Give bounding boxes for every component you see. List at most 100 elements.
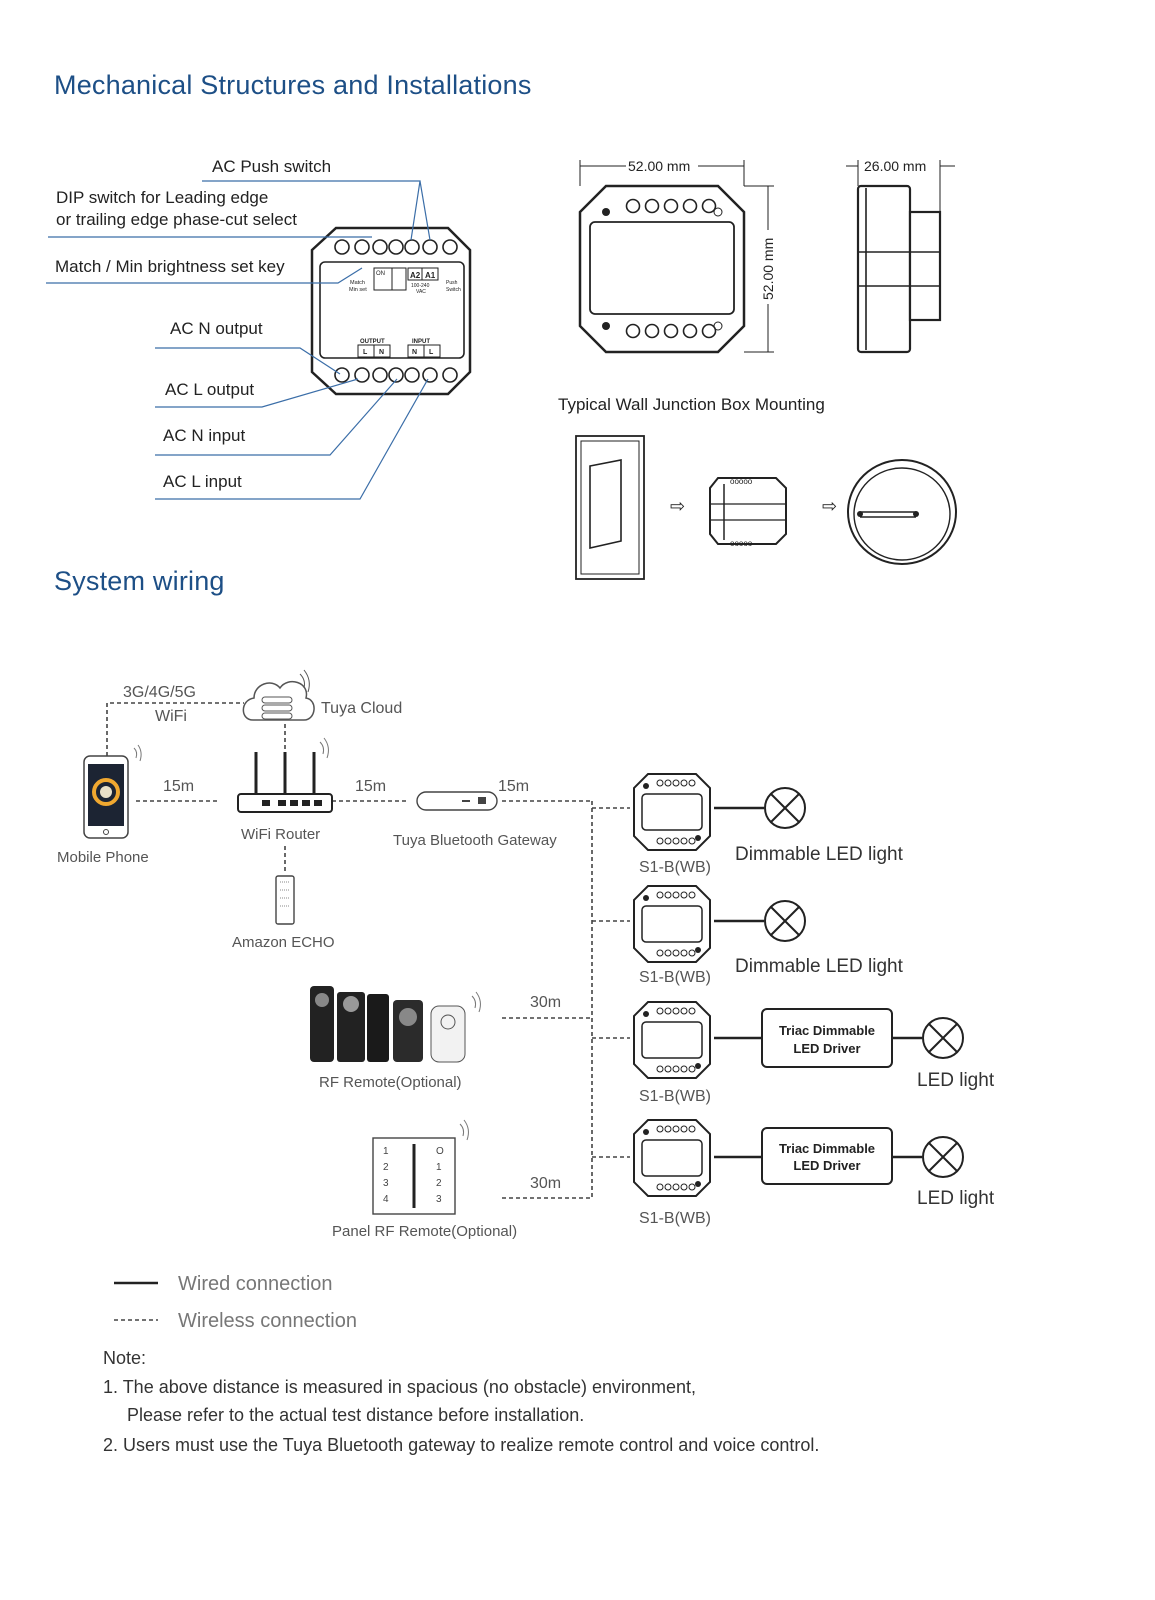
panel-a2-text: A2 bbox=[410, 271, 421, 280]
panel-key-3: 3 bbox=[383, 1178, 389, 1189]
arrow-icon: ⇨ bbox=[670, 496, 685, 516]
lamp-icon bbox=[764, 900, 806, 942]
label-match-key: Match / Min brightness set key bbox=[55, 257, 285, 276]
driver-1-line2: LED Driver bbox=[793, 1041, 860, 1056]
rf-remote-icon bbox=[310, 986, 481, 1063]
panel-key-o: O bbox=[436, 1146, 444, 1157]
router-label: WiFi Router bbox=[241, 826, 320, 843]
dist-router-gateway: 15m bbox=[355, 778, 386, 795]
s1-module-4 bbox=[633, 1119, 711, 1197]
svg-text:ooooo: ooooo bbox=[730, 477, 753, 486]
panel-switch-text: Switch bbox=[446, 287, 461, 293]
note-1-line2: Please refer to the actual test distance… bbox=[127, 1405, 585, 1425]
arrow-icon: ⇨ bbox=[822, 496, 837, 516]
lamp-icon bbox=[922, 1136, 964, 1178]
output-n-text: N bbox=[379, 349, 384, 356]
input-title-text: INPUT bbox=[412, 339, 430, 345]
s1-module-3 bbox=[633, 1001, 711, 1079]
mechanical-title: Mechanical Structures and Installations bbox=[54, 70, 532, 100]
panel-key-r1: 1 bbox=[436, 1162, 442, 1173]
input-n-text: N bbox=[412, 349, 417, 356]
panel-vac2-text: VAC bbox=[416, 289, 426, 295]
mobile-phone-icon bbox=[83, 744, 142, 839]
driver-box-2 bbox=[761, 1127, 893, 1185]
panel-remote-label: Panel RF Remote(Optional) bbox=[332, 1223, 517, 1240]
dist-rf: 30m bbox=[530, 994, 561, 1011]
dim-depth: 26.00 mm bbox=[864, 158, 926, 174]
dim-height: 52.00 mm bbox=[760, 238, 776, 300]
label-dip-line1: DIP switch for Leading edge bbox=[56, 188, 268, 207]
panel-key-1: 1 bbox=[383, 1146, 389, 1157]
label-l-input: AC L input bbox=[163, 472, 242, 491]
leader-lines bbox=[46, 180, 431, 500]
input-l-text: L bbox=[429, 349, 434, 356]
junction-box-illustration bbox=[847, 459, 957, 565]
output-title-text: OUTPUT bbox=[360, 339, 385, 345]
driver-2-line2: LED Driver bbox=[793, 1158, 860, 1173]
wifi-label: WiFi bbox=[155, 708, 187, 725]
dimmable-led-label-2: Dimmable LED light bbox=[735, 956, 904, 977]
legend-wired-label: Wired connection bbox=[178, 1273, 333, 1295]
dimension-front-view: 52.00 mm 52.00 mm bbox=[578, 158, 776, 354]
label-dip-line2: or trailing edge phase-cut select bbox=[56, 210, 297, 229]
echo-label: Amazon ECHO bbox=[232, 934, 335, 951]
mounting-title: Typical Wall Junction Box Mounting bbox=[558, 395, 825, 414]
lamp-icon bbox=[922, 1017, 964, 1059]
panel-min-text: Min set bbox=[349, 287, 367, 293]
led-light-label-1: LED light bbox=[917, 1070, 995, 1091]
led-light-label-2: LED light bbox=[917, 1188, 995, 1209]
wall-switch-illustration bbox=[575, 435, 645, 580]
label-n-input: AC N input bbox=[163, 426, 245, 445]
note-heading: Note: bbox=[103, 1348, 147, 1368]
panel-key-4: 4 bbox=[383, 1194, 389, 1205]
panel-key-r3: 3 bbox=[436, 1194, 442, 1205]
dimension-side-view: 26.00 mm bbox=[846, 158, 955, 354]
gateway-label: Tuya Bluetooth Gateway bbox=[393, 832, 557, 849]
dist-panel: 30m bbox=[530, 1175, 561, 1192]
router-icon bbox=[237, 737, 333, 813]
dist-gateway-bus: 15m bbox=[498, 778, 529, 795]
dist-phone-router: 15m bbox=[163, 778, 194, 795]
note-1-line1: 1. The above distance is measured in spa… bbox=[103, 1377, 696, 1397]
dimmable-led-label-1: Dimmable LED light bbox=[735, 844, 904, 865]
wiring-title: System wiring bbox=[54, 566, 225, 596]
echo-icon bbox=[275, 875, 295, 925]
output-l-text: L bbox=[363, 349, 368, 356]
driver-box-1 bbox=[761, 1008, 893, 1068]
rf-remote-label: RF Remote(Optional) bbox=[319, 1074, 462, 1091]
panel-key-r2: 2 bbox=[436, 1178, 442, 1189]
cloud-icon bbox=[242, 669, 315, 721]
driver-2-line1: Triac Dimmable bbox=[779, 1141, 875, 1156]
label-l-output: AC L output bbox=[165, 380, 254, 399]
phone-label: Mobile Phone bbox=[57, 849, 149, 866]
label-push-switch: AC Push switch bbox=[212, 157, 331, 176]
model-label-4: S1-B(WB) bbox=[639, 1210, 711, 1227]
panel-vac-text: 100-240 bbox=[411, 283, 430, 289]
svg-text:ooooo: ooooo bbox=[730, 539, 753, 548]
panel-on-text: ON bbox=[376, 271, 385, 277]
s1-module-1 bbox=[633, 773, 711, 851]
s1-module-2 bbox=[633, 885, 711, 963]
note-2: 2. Users must use the Tuya Bluetooth gat… bbox=[103, 1435, 820, 1455]
gateway-icon bbox=[416, 791, 498, 811]
network-label: 3G/4G/5G bbox=[123, 684, 196, 701]
panel-match-text: Match bbox=[350, 280, 365, 286]
cloud-label: Tuya Cloud bbox=[321, 700, 402, 717]
model-label-2: S1-B(WB) bbox=[639, 969, 711, 986]
device-front-view: ON Match Min set A2 A1 100-240 VAC Push … bbox=[310, 226, 472, 396]
panel-key-2: 2 bbox=[383, 1162, 389, 1173]
panel-push-text: Push bbox=[446, 280, 458, 286]
panel-remote-icon: 1 2 3 4 O 1 2 3 bbox=[372, 1119, 469, 1215]
lamp-icon bbox=[764, 787, 806, 829]
module-illustration: ooooo ooooo bbox=[709, 477, 787, 548]
label-n-output: AC N output bbox=[170, 319, 263, 338]
dim-width: 52.00 mm bbox=[628, 158, 690, 174]
panel-a1-text: A1 bbox=[425, 271, 436, 280]
legend-wireless-label: Wireless connection bbox=[178, 1310, 357, 1332]
model-label-1: S1-B(WB) bbox=[639, 859, 711, 876]
wireless-links bbox=[106, 702, 630, 1199]
model-label-3: S1-B(WB) bbox=[639, 1088, 711, 1105]
driver-1-line1: Triac Dimmable bbox=[779, 1023, 875, 1038]
